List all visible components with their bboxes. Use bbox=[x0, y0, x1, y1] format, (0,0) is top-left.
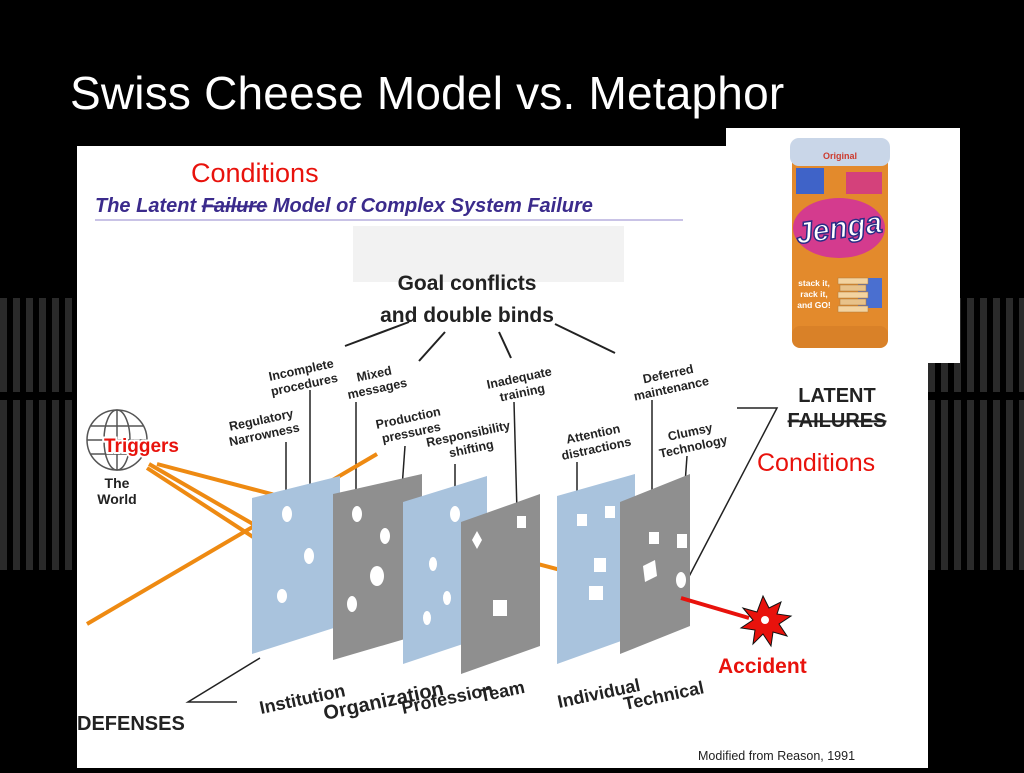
defense-layer-institution bbox=[252, 476, 340, 654]
label-regulatory-narrowness: RegulatoryNarrowness bbox=[225, 406, 301, 449]
background-stripes-left bbox=[0, 298, 78, 570]
canister-bottom bbox=[792, 326, 888, 348]
model-header: The Latent Failure Model of Complex Syst… bbox=[95, 195, 593, 217]
label-mixed-messages: Mixedmessages bbox=[343, 361, 408, 402]
svg-text:Incompleteprocedures: Incompleteprocedures bbox=[266, 356, 339, 399]
canister-lid bbox=[790, 138, 890, 166]
annotation-conditions-top: Conditions bbox=[191, 158, 319, 188]
model-header-struck-word: Failure bbox=[202, 195, 268, 217]
latent-label: LATENT bbox=[798, 385, 875, 407]
svg-text:ClumsyTechnology: ClumsyTechnology bbox=[655, 418, 729, 461]
goal-connectors bbox=[344, 321, 616, 362]
source-credit: Modified from Reason, 1991 bbox=[698, 749, 855, 763]
defenses-bracket bbox=[185, 657, 261, 703]
latent-bracket bbox=[682, 407, 779, 589]
defenses-label: DEFENSES bbox=[77, 713, 185, 735]
svg-text:stack it,: stack it, bbox=[798, 278, 830, 288]
goal-box bbox=[353, 226, 624, 282]
background-band-right bbox=[928, 392, 1024, 400]
triggers-label: Triggers bbox=[104, 436, 179, 457]
svg-text:Mixedmessages: Mixedmessages bbox=[343, 361, 408, 402]
model-header-part1: The Latent bbox=[95, 195, 197, 217]
block-tower-image bbox=[837, 277, 869, 313]
svg-text:and GO!: and GO! bbox=[797, 300, 831, 310]
defense-layer-organization bbox=[333, 474, 422, 660]
defense-layer-team bbox=[461, 494, 540, 674]
double-binds-label: and double binds bbox=[380, 304, 554, 327]
slide-title: Swiss Cheese Model vs. Metaphor bbox=[70, 67, 785, 119]
accident-label: Accident bbox=[718, 655, 807, 678]
svg-text:Inadequatetraining: Inadequatetraining bbox=[485, 364, 556, 406]
annotation-conditions-right: Conditions bbox=[757, 449, 875, 477]
label-clumsy-technology: ClumsyTechnology bbox=[655, 418, 729, 461]
svg-text:Deferredmaintenance: Deferredmaintenance bbox=[629, 359, 710, 403]
background-band-left bbox=[0, 392, 78, 400]
label-inadequate-training: Inadequatetraining bbox=[485, 364, 556, 406]
latent-failure-diagram: Conditions The Latent Failure Model of C… bbox=[77, 158, 887, 763]
label-incomplete-procedures: Incompleteprocedures bbox=[266, 356, 339, 399]
canister-banner: Original bbox=[823, 151, 857, 161]
accident-trajectory bbox=[680, 596, 750, 620]
svg-text:RegulatoryNarrowness: RegulatoryNarrowness bbox=[225, 406, 301, 449]
world-globe-icon bbox=[86, 409, 148, 471]
canister-pattern-pink bbox=[846, 172, 882, 194]
accident-burst-center bbox=[761, 616, 769, 624]
failures-label: FAILURES bbox=[788, 410, 887, 432]
jenga-canister-image: Original Jenga stack it, rack it, and GO… bbox=[790, 138, 890, 348]
jenga-logo-panel bbox=[793, 198, 885, 258]
jenga-photo-panel: Original Jenga stack it, rack it, and GO… bbox=[726, 128, 960, 363]
label-attention-distractions: Attentiondistractions bbox=[557, 420, 632, 463]
svg-text:Attentiondistractions: Attentiondistractions bbox=[557, 420, 632, 463]
defense-layer-individual bbox=[557, 474, 635, 664]
model-header-part3: Model of Complex System Failure bbox=[273, 195, 593, 217]
label-deferred-maintenance: Deferredmaintenance bbox=[629, 359, 710, 404]
defense-layer-technical bbox=[620, 474, 690, 654]
goal-conflicts-label: Goal conflicts bbox=[398, 272, 537, 295]
svg-text:rack it,: rack it, bbox=[800, 289, 827, 299]
canister-tagline: stack it, rack it, and GO! bbox=[797, 278, 831, 310]
canister-pattern-blue bbox=[796, 168, 824, 194]
